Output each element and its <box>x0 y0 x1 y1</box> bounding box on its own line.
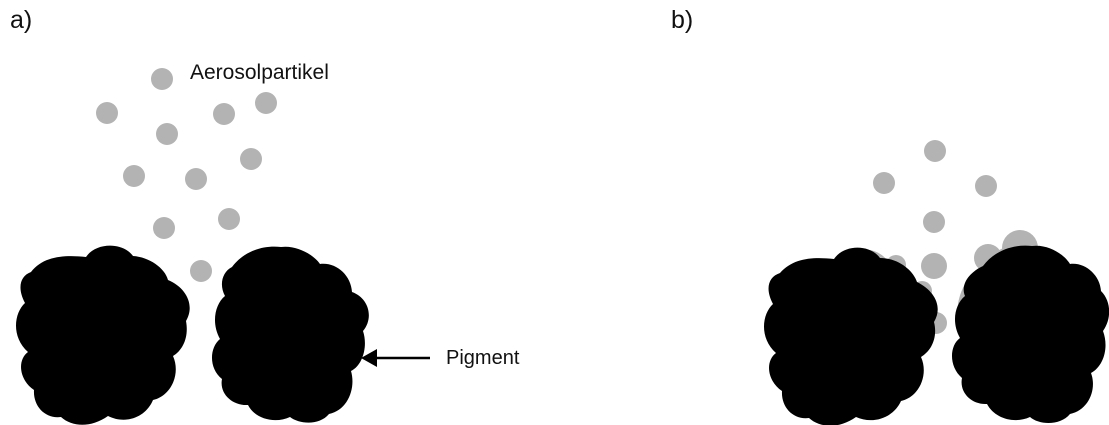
aerosol-particle <box>218 208 240 230</box>
pigment-particle-right <box>211 246 369 423</box>
pigment-particle-left <box>16 245 190 425</box>
aerosol-particle <box>975 175 997 197</box>
pigment-pointer-arrow <box>361 349 430 367</box>
aerosol-particle <box>156 123 178 145</box>
aerosol-particle <box>185 168 207 190</box>
pigment-label: Pigment <box>446 347 520 369</box>
aerosol-particle <box>151 68 173 90</box>
panel-b-label: b) <box>671 6 694 34</box>
aerosol-particle <box>924 140 946 162</box>
aerosol-particle <box>190 260 212 282</box>
aerosol-particle <box>240 148 262 170</box>
aerosol-particle <box>923 211 945 233</box>
aerosol-particle <box>123 165 145 187</box>
aerosol-particle <box>255 92 277 114</box>
panel-b-graphics <box>764 140 1109 425</box>
aerosol-particle <box>153 217 175 239</box>
aerosol-particle <box>921 253 947 279</box>
aerosol-particle <box>873 172 895 194</box>
pigment-particle-right <box>952 245 1109 423</box>
aerosol-particle <box>213 103 235 125</box>
panel-a-label: a) <box>10 6 33 34</box>
panel-a-aerosol-particles <box>96 68 277 282</box>
panel-a-graphics <box>16 68 430 425</box>
pigment-particle-left <box>764 247 938 425</box>
aerosol-particle-label: Aerosolpartikel <box>190 61 329 84</box>
aerosol-particle <box>96 102 118 124</box>
